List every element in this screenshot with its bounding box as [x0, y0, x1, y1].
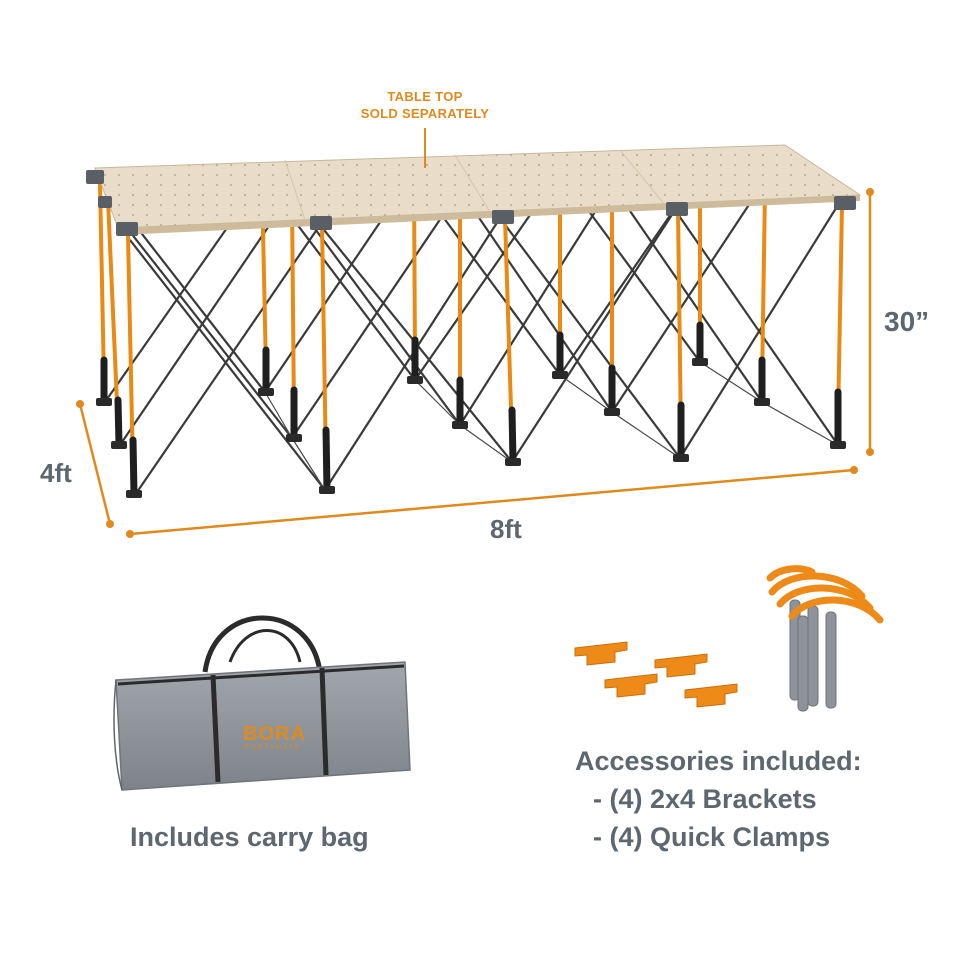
clamp-accessories [766, 565, 884, 712]
accessories-list: Accessories included: - (4) 2x4 Brackets… [575, 742, 862, 856]
accessory-item: - (4) Quick Clamps [593, 822, 831, 852]
bracket-accessories [574, 641, 738, 708]
tabletop-callout: TABLE TOP SOLD SEPARATELY [330, 88, 520, 122]
sawhorse-frames [99, 171, 839, 496]
bag-brand-sub: PORTAMATE [245, 745, 302, 751]
carry-bag [113, 615, 411, 791]
accessories-title: Accessories included: [575, 746, 862, 776]
length-dimension-label: 8ft [490, 514, 522, 544]
height-dimension-label: 30” [884, 306, 930, 337]
orange-legs [96, 173, 846, 498]
callout-line-1: TABLE TOP [387, 89, 463, 104]
callout-line-2: SOLD SEPARATELY [360, 106, 490, 121]
bag-brand-logo: BORA [243, 723, 306, 745]
dimension-lines [76, 188, 874, 538]
table-top [94, 144, 862, 235]
leg-brackets [86, 170, 856, 236]
bag-caption: Includes carry bag [130, 822, 369, 852]
depth-dimension-label: 4ft [40, 458, 72, 488]
accessory-item: - (4) 2x4 Brackets [593, 784, 817, 814]
